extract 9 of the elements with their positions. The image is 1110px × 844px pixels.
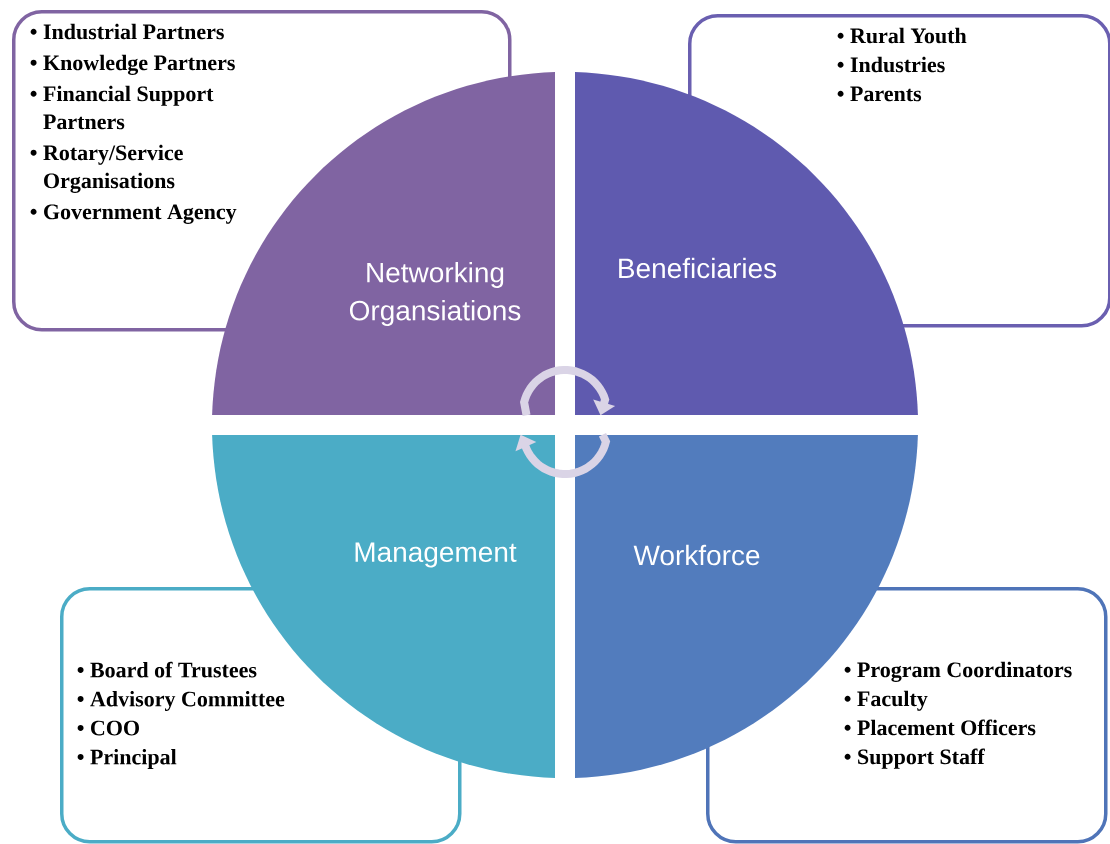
bullet-item: • Industrial Partners [30,23,224,40]
bullet-item: • Rural Youth [837,27,967,44]
bullet-item: • Principal [77,749,177,769]
bullet-item: • Industries [837,56,945,73]
bullet-item: • Knowledge Partners [30,54,235,75]
bullet-item: • Rotary/Service Organisations [30,144,183,193]
curved-arrow [515,433,611,478]
bullet-item: • Financial Support Partners [30,85,214,130]
bullet-item: • COO [77,720,139,736]
